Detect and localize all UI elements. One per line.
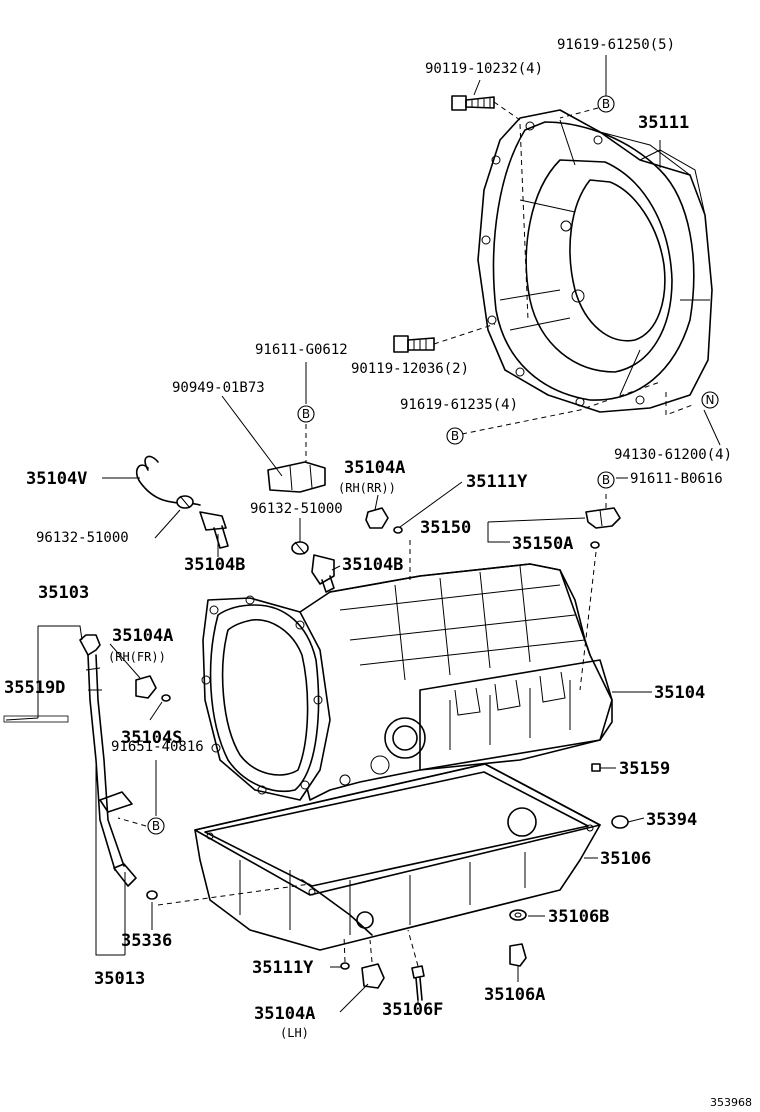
note-rh-rr: (RH(RR)) — [338, 481, 396, 495]
label-90119-12036: 90119-12036(2) — [351, 361, 469, 377]
label-underline-35519d — [3, 715, 69, 723]
label-91619-61235: 91619-61235(4) — [400, 397, 518, 413]
label-35104a-rr: 35104A — [344, 458, 405, 478]
label-35111: 35111 — [638, 113, 689, 133]
gasket-35106b — [509, 909, 527, 921]
label-35106f: 35106F — [382, 1000, 443, 1020]
label-35104: 35104 — [654, 683, 705, 703]
o-ring-35104s — [161, 694, 171, 702]
connector-35150 — [585, 507, 621, 529]
plug-35104a-rh-fr — [135, 675, 157, 699]
label-35104a-lh: 35104A — [254, 1004, 315, 1024]
union-35104b-right — [311, 554, 335, 593]
clamp-96132-51000-right — [291, 541, 309, 555]
ref-marker-b-left-bolt: B — [297, 405, 315, 423]
label-94130-61200: 94130-61200(4) — [614, 447, 732, 463]
label-35106a: 35106A — [484, 985, 545, 1005]
ref-marker-n: N — [701, 391, 719, 409]
bolt-90119-10232 — [451, 95, 495, 111]
label-35104b-left: 35104B — [184, 555, 245, 575]
union-35104b-left — [199, 511, 229, 549]
label-91651-40816: 91651-40816 — [111, 739, 204, 755]
svg-text:B: B — [602, 97, 610, 111]
plug-35104a-lh — [361, 963, 385, 989]
svg-text:B: B — [451, 429, 459, 443]
label-35336: 35336 — [121, 931, 172, 951]
plug-35394 — [611, 815, 629, 829]
sensor-90949-01b73 — [267, 461, 326, 493]
label-35159: 35159 — [619, 759, 670, 779]
label-35104s: 35104S — [121, 728, 182, 748]
leader-lines — [5, 55, 721, 1013]
label-90119-10232: 90119-10232(4) — [425, 61, 543, 77]
label-35104b-right: 35104B — [342, 555, 403, 575]
o-ring-35111y-top — [393, 526, 403, 534]
plug-35104a-rh-rr — [365, 507, 389, 529]
label-91619-61250: 91619-61250(5) — [557, 37, 675, 53]
label-96132-51000-right: 96132-51000 — [250, 501, 343, 517]
svg-text:B: B — [602, 473, 610, 487]
bolt-35106f — [411, 965, 425, 1001]
note-rh-fr: (RH(FR)) — [108, 650, 166, 664]
label-35111y-bottom: 35111Y — [252, 958, 314, 978]
label-35104a-fr: 35104A — [112, 626, 173, 646]
label-35150: 35150 — [420, 518, 471, 538]
housing-35111-drawing — [477, 109, 713, 413]
label-35104v: 35104V — [26, 469, 87, 489]
label-35106b: 35106B — [548, 907, 609, 927]
bolt-90119-12036 — [393, 335, 435, 353]
label-35394: 35394 — [646, 810, 697, 830]
o-ring-35111y-bottom — [340, 962, 350, 970]
label-35111y-top: 35111Y — [466, 472, 528, 492]
label-35103: 35103 — [38, 583, 89, 603]
label-90949-01b73: 90949-01B73 — [172, 380, 265, 396]
svg-text:B: B — [302, 407, 310, 421]
label-35150a: 35150A — [512, 534, 573, 554]
o-ring-35150a — [590, 541, 600, 549]
note-lh: (LH) — [280, 1026, 309, 1040]
ref-marker-b-housing: B — [446, 427, 464, 445]
drain-plug-35106a — [509, 943, 527, 967]
svg-text:N: N — [706, 393, 715, 407]
label-35519d: 35519D — [4, 678, 65, 698]
plug-35159 — [591, 763, 601, 772]
label-91611-g0612: 91611-G0612 — [255, 342, 348, 358]
label-91611-b0616: 91611-B0616 — [630, 471, 723, 487]
o-ring-35336 — [146, 890, 158, 900]
case-35104-drawing — [201, 563, 613, 801]
ref-marker-b-top: B — [597, 95, 615, 113]
label-35106: 35106 — [600, 849, 651, 869]
oil-pan-35106-drawing — [194, 763, 601, 951]
svg-text:B: B — [152, 819, 160, 833]
ref-marker-b-connector: B — [597, 471, 615, 489]
figure-number: 353968 — [710, 1096, 752, 1109]
label-96132-51000-left: 96132-51000 — [36, 530, 129, 546]
label-35013: 35013 — [94, 969, 145, 989]
ref-marker-b-dipstick: B — [147, 817, 165, 835]
dipstick-tube-35013 — [79, 634, 137, 887]
clamp-96132-51000-left — [176, 495, 194, 509]
